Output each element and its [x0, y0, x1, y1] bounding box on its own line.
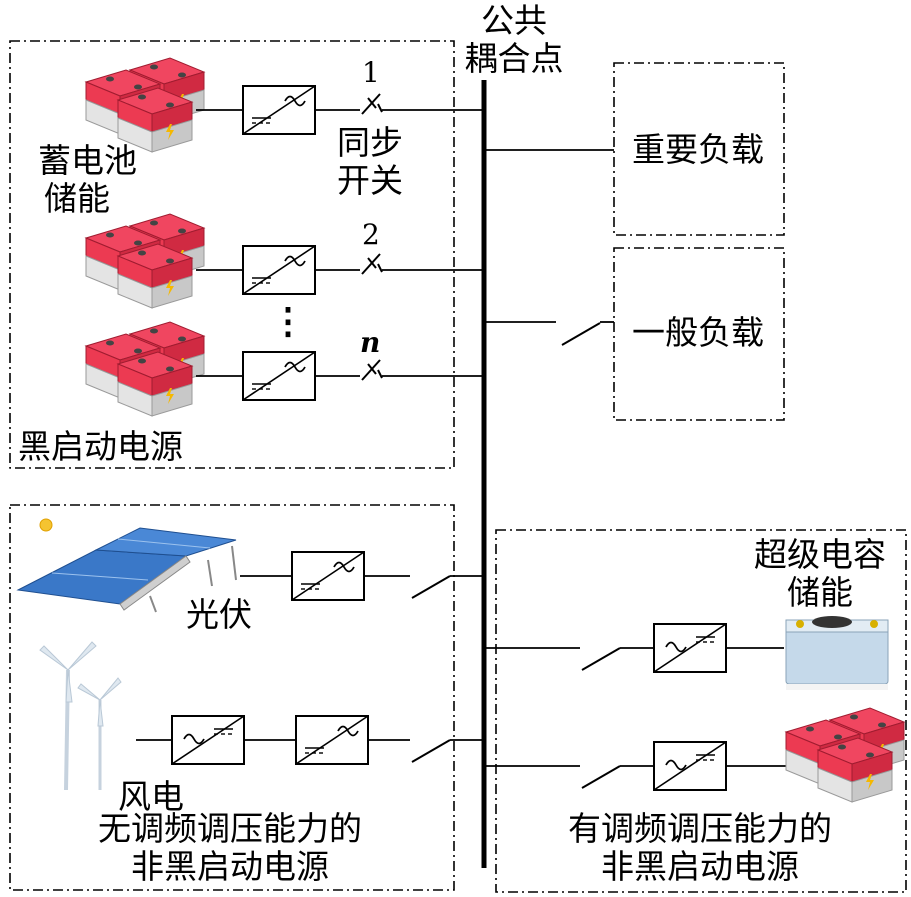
pv-dcac-converter — [291, 551, 365, 601]
general-load-branch — [484, 321, 614, 346]
black-start-group-label: 黑启动电源 — [18, 427, 183, 466]
battery-branch-n — [86, 322, 484, 416]
supercapacitor-label-line1: 超级电容 — [754, 535, 886, 574]
pv-breaker — [411, 575, 451, 599]
wind-acdc-converter — [171, 715, 245, 765]
battery-storage-label-line1: 蓄电池 — [38, 141, 137, 180]
wind-label: 风电 — [118, 777, 184, 816]
battery-branch-1 — [86, 58, 484, 152]
branch-number-1: 1 — [362, 56, 380, 89]
general-load-label: 一般负载 — [632, 313, 764, 352]
pv-label: 光伏 — [186, 595, 252, 634]
battery-storage-label-line2: 储能 — [44, 179, 110, 218]
supercapacitor-branch — [484, 616, 889, 690]
bat-reg-breaker — [581, 765, 621, 789]
non-black-no-reg-group-box — [9, 504, 455, 891]
battery-reg-branch — [484, 708, 904, 802]
general-load-breaker — [561, 322, 601, 346]
sync-switch-1 — [361, 93, 383, 115]
supercapacitor-icon — [785, 616, 889, 690]
sync-switch-label: 同步 开关 — [320, 124, 420, 200]
branch-number-n: n — [360, 326, 381, 359]
battery-stack-2 — [86, 214, 204, 308]
sync-switch-label-line2: 开关 — [337, 161, 403, 200]
battery-stack-1 — [86, 58, 204, 152]
wind-dcac-converter — [295, 715, 369, 765]
battery-stack-reg — [786, 708, 904, 802]
non-black-no-reg-group-label-line2: 非黑启动电源 — [131, 847, 329, 886]
pv-branch — [16, 518, 484, 613]
wind-turbine-icon — [39, 641, 122, 791]
sync-switch-2 — [361, 253, 383, 275]
pcc-label-line1: 公共 — [481, 1, 547, 40]
general-load-box — [613, 247, 785, 421]
non-black-reg-group-label-line1: 有调频调压能力的 — [568, 809, 832, 848]
pcc-label: 公共 耦合点 — [454, 2, 574, 78]
dcac-converter-n — [242, 351, 316, 401]
sc-breaker — [581, 647, 621, 671]
non-black-no-reg-group-label: 无调频调压能力的 非黑启动电源 — [40, 810, 420, 886]
critical-load-label: 重要负载 — [632, 130, 764, 169]
battery-branch-2 — [86, 214, 484, 308]
dcac-converter-2 — [242, 245, 316, 295]
bat-reg-acdc-converter — [653, 741, 727, 791]
wind-branch — [39, 641, 484, 791]
non-black-reg-group-label: 有调频调压能力的 非黑启动电源 — [510, 810, 890, 886]
supercapacitor-label-line2: 储能 — [787, 573, 853, 612]
black-start-group-box — [9, 40, 455, 469]
sync-switch-n — [361, 359, 383, 381]
battery-stack-n — [86, 322, 204, 416]
non-black-reg-group-box — [495, 529, 907, 893]
non-black-reg-group-label-line2: 非黑启动电源 — [601, 847, 799, 886]
critical-load-box — [613, 62, 785, 236]
branch-ellipsis: ⋮ — [270, 300, 306, 342]
sc-acdc-converter — [653, 623, 727, 673]
sync-switch-label-line1: 同步 — [337, 123, 403, 162]
supercapacitor-label: 超级电容 储能 — [740, 536, 900, 612]
non-black-no-reg-group-label-line1: 无调频调压能力的 — [98, 809, 362, 848]
sun-icon — [39, 518, 53, 532]
battery-storage-label: 蓄电池 储能 — [38, 142, 137, 218]
dcac-converter-1 — [242, 85, 316, 135]
pv-panel-icon — [16, 527, 237, 613]
pcc-label-line2: 耦合点 — [464, 39, 564, 78]
wind-breaker — [411, 739, 451, 763]
branch-number-2: 2 — [362, 218, 380, 251]
